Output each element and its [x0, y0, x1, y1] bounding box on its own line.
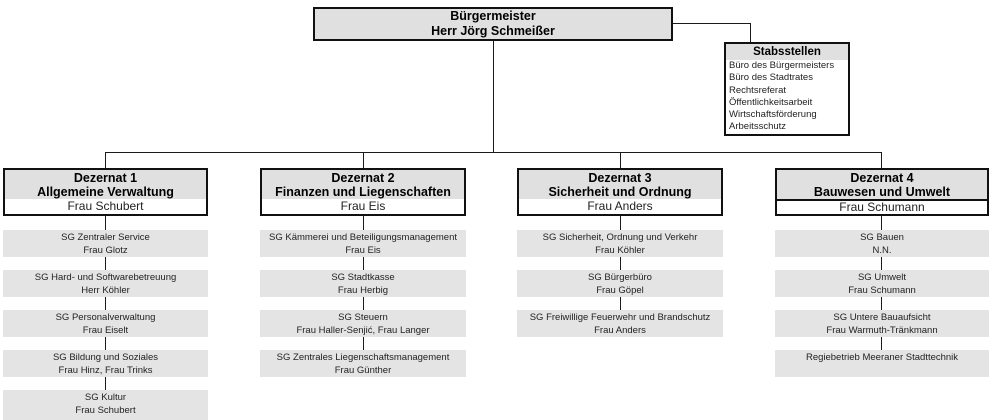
unit-box: SG Zentrales Liegenschaftsmanagement Fra…: [260, 350, 466, 377]
unit-person: Frau Hinz, Frau Trinks: [58, 365, 153, 376]
stabsstellen-item: Wirtschaftsförderung: [729, 109, 817, 121]
unit-name: SG Stadtkasse: [331, 272, 395, 283]
dezernat-2-title: Dezernat 2 Finanzen und Liegenschaften: [262, 170, 464, 199]
unit-person: Frau Glotz: [83, 245, 128, 256]
unit-person: Frau Schumann: [848, 285, 916, 296]
unit-person: Frau Haller-Senjić, Frau Langer: [296, 325, 430, 336]
unit-box: SG Bauen N.N.: [775, 230, 989, 257]
unit-name: SG Bildung und Soziales: [52, 352, 159, 363]
unit-box: SG Untere Bauaufsicht Frau Warmuth-Tränk…: [775, 310, 989, 337]
unit-person: Herr Köhler: [81, 285, 130, 296]
unit-person: Frau Köhler: [595, 245, 645, 256]
unit-name: SG Kultur: [84, 392, 127, 403]
unit-box: SG Sicherheit, Ordnung und Verkehr Frau …: [517, 230, 723, 257]
connector-drop-dezernat3: [620, 152, 621, 168]
unit-box: SG Umwelt Frau Schumann: [775, 270, 989, 297]
unit-box: SG Zentraler Service Frau Glotz: [3, 230, 208, 257]
dezernat-2-number: Dezernat 2: [331, 171, 395, 185]
dezernat-3-title: Dezernat 3 Sicherheit und Ordnung: [519, 170, 721, 199]
unit-box: SG Kämmerei und Beteiligungsmanagement F…: [260, 230, 466, 257]
stabsstellen-item: Büro des Stadtrates: [729, 72, 813, 84]
unit-person: Frau Herbig: [337, 285, 389, 296]
stabsstellen-item: Rechtsreferat: [729, 84, 787, 96]
connector-drop-dezernat4: [881, 152, 882, 168]
unit-name: SG Personalverwaltung: [55, 312, 156, 323]
dezernat-4-subtitle: Bauwesen und Umwelt: [813, 185, 951, 199]
unit-box: SG Hard- und Softwarebetreuung Herr Köhl…: [3, 270, 208, 297]
dezernat-1-title: Dezernat 1 Allgemeine Verwaltung: [5, 170, 206, 199]
unit-name: Regiebetrieb Meeraner Stadttechnik: [805, 352, 959, 363]
unit-name: SG Untere Bauaufsicht: [833, 312, 931, 323]
node-dezernat-1: Dezernat 1 Allgemeine Verwaltung Frau Sc…: [3, 168, 208, 216]
unit-person: Frau Anders: [594, 325, 646, 336]
unit-box: SG Freiwillige Feuerwehr und Brandschutz…: [517, 310, 723, 337]
unit-box: Regiebetrieb Meeraner Stadttechnik: [775, 350, 989, 377]
buergermeister-title: Bürgermeister: [450, 9, 536, 23]
node-dezernat-4: Dezernat 4 Bauwesen und Umwelt Frau Schu…: [775, 168, 989, 216]
node-dezernat-2: Dezernat 2 Finanzen und Liegenschaften F…: [260, 168, 466, 216]
dezernat-4-title: Dezernat 4 Bauwesen und Umwelt: [777, 170, 987, 199]
connector-drop-dezernat2: [363, 152, 364, 168]
unit-person: Frau Günther: [334, 365, 392, 376]
unit-person: N.N.: [872, 245, 892, 256]
unit-person: Frau Göpel: [596, 285, 644, 296]
unit-name: SG Kämmerei und Beteiligungsmanagement: [269, 232, 457, 243]
unit-name: SG Sicherheit, Ordnung und Verkehr: [542, 232, 698, 243]
buergermeister-name: Herr Jörg Schmeißer: [431, 24, 555, 38]
unit-box: SG Bildung und Soziales Frau Hinz, Frau …: [3, 350, 208, 377]
dezernat-1-number: Dezernat 1: [73, 171, 138, 185]
connector-drop-dezernat1: [105, 152, 106, 168]
unit-box: SG Stadtkasse Frau Herbig: [260, 270, 466, 297]
dezernat-3-number: Dezernat 3: [588, 171, 652, 185]
unit-person: Frau Schubert: [75, 405, 136, 416]
dezernat-4-number: Dezernat 4: [850, 171, 914, 185]
unit-name: SG Bürgerbüro: [588, 272, 652, 283]
stabsstellen-title: Stabsstellen: [726, 44, 848, 60]
connector-spine-dezernat1: [105, 214, 106, 392]
node-buergermeister: Bürgermeister Herr Jörg Schmeißer: [313, 7, 673, 41]
unit-box: SG Kultur Frau Schubert: [3, 390, 208, 420]
connector-main-horizontal: [105, 152, 882, 153]
stabsstellen-item: Öffentlichkeitsarbeit: [729, 96, 813, 108]
unit-name: SG Zentraler Service: [61, 232, 150, 243]
unit-name: SG Bauen: [860, 232, 904, 243]
dezernat-3-subtitle: Sicherheit und Ordnung: [548, 185, 692, 199]
connector-spine-dezernat3: [620, 214, 621, 312]
connector-root-to-stab-horizontal: [671, 23, 751, 24]
connector-root-vertical: [493, 40, 494, 153]
dezernat-2-subtitle: Finanzen und Liegenschaften: [275, 185, 451, 199]
dezernat-1-head: Frau Schubert: [5, 199, 206, 214]
unit-name: SG Umwelt: [857, 272, 907, 283]
dezernat-3-head: Frau Anders: [519, 199, 721, 214]
unit-box: SG Bürgerbüro Frau Göpel: [517, 270, 723, 297]
stabsstellen-item: Arbeitsschutz: [729, 121, 787, 133]
unit-person: Frau Eiselt: [82, 325, 129, 336]
stabsstellen-item: Büro des Bürgermeisters: [729, 60, 835, 71]
unit-person: Frau Eis: [345, 245, 381, 256]
dezernat-4-head: Frau Schumann: [777, 199, 987, 214]
unit-name: SG Freiwillige Feuerwehr und Brandschutz: [529, 312, 711, 323]
node-dezernat-3: Dezernat 3 Sicherheit und Ordnung Frau A…: [517, 168, 723, 216]
unit-name: SG Steuern: [338, 312, 388, 323]
dezernat-1-subtitle: Allgemeine Verwaltung: [37, 185, 174, 199]
unit-person: Frau Warmuth-Tränkmann: [826, 325, 938, 336]
unit-box: SG Steuern Frau Haller-Senjić, Frau Lang…: [260, 310, 466, 337]
node-stabsstellen: Stabsstellen Büro des Bürgermeisters Bür…: [724, 42, 850, 136]
connector-root-to-stab-vertical: [750, 23, 751, 43]
dezernat-2-head: Frau Eis: [262, 199, 464, 214]
unit-name: SG Hard- und Softwarebetreuung: [34, 272, 177, 283]
unit-box: SG Personalverwaltung Frau Eiselt: [3, 310, 208, 337]
unit-name: SG Zentrales Liegenschaftsmanagement: [276, 352, 450, 363]
